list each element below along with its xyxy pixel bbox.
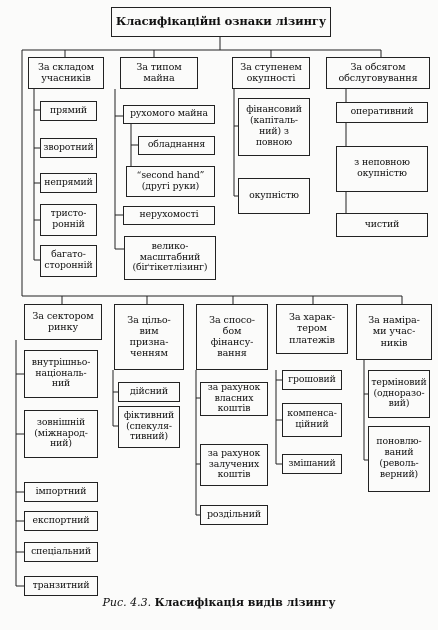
item-compensatory: компенса- ційний xyxy=(282,403,342,437)
header-market-sector: За сектором ринку xyxy=(24,304,102,340)
item-payback: окупністю xyxy=(238,178,310,214)
header-payment-nature: За харак- тером платежів xyxy=(276,304,348,354)
item-second-hand: “second hand” (другі руки) xyxy=(126,166,215,197)
item-return: зворотний xyxy=(40,138,97,158)
item-real-estate: нерухомості xyxy=(123,206,215,225)
header-participant-intentions: За наміра- ми учас- ників xyxy=(356,304,432,360)
item-financial-full: фінансовий (капіталь- ний) з повною xyxy=(238,98,310,156)
item-big-ticket: велико- масштабний (біґтікетлізинг) xyxy=(124,236,216,280)
item-multipartite: багато- сторонній xyxy=(40,245,97,277)
item-cash: грошовий xyxy=(282,370,342,390)
header-property-type: За типом майна xyxy=(120,57,198,89)
item-operational: оперативний xyxy=(336,102,428,123)
item-mixed: змішаний xyxy=(282,454,342,474)
diagram-title: Класифікаційні ознаки лізингу xyxy=(111,7,331,37)
item-tripartite: тристо- ронній xyxy=(40,204,97,236)
header-purpose: За цільо- вим призна- ченням xyxy=(114,304,184,370)
item-indirect: непрямий xyxy=(40,173,97,193)
item-export: експортний xyxy=(24,511,98,531)
item-net: чистий xyxy=(336,213,428,237)
figure-caption: Рис. 4.3. Класифікація видів лізингу xyxy=(0,596,438,609)
header-payback-degree: За ступенем окупності xyxy=(232,57,310,89)
item-own-funds: за рахунок власних коштів xyxy=(200,382,268,416)
item-direct: прямий xyxy=(40,101,97,121)
header-financing-method: За спосо- бом фінансу- вання xyxy=(196,304,268,370)
item-actual: дійсний xyxy=(118,382,180,402)
item-term: терміновий (одноразо- вий) xyxy=(368,370,430,418)
item-equipment: обладнання xyxy=(138,136,215,155)
item-domestic: внутрішньо- національ- ний xyxy=(24,350,98,398)
figure-number: Рис. 4.3. xyxy=(102,596,152,609)
item-borrowed-funds: за рахунок залучених коштів xyxy=(200,444,268,486)
item-transit: транзитний xyxy=(24,576,98,596)
item-special: спеціальний xyxy=(24,542,98,562)
item-movable-property: рухомого майна xyxy=(123,105,215,124)
item-partial-payback: з неповною окупністю xyxy=(336,146,428,192)
header-participants: За складом учасників xyxy=(28,57,104,89)
item-fictitious: фіктивний (спекуля- тивний) xyxy=(118,406,180,448)
item-international: зовнішній (міжнарод- ний) xyxy=(24,410,98,458)
item-import: імпортний xyxy=(24,482,98,502)
item-separate: роздільний xyxy=(200,505,268,525)
item-revolving: поновлю- ваний (револь- верний) xyxy=(368,426,430,492)
figure-title: Класифікація видів лізингу xyxy=(154,596,336,609)
header-service-scope: За обсягом обслуговування xyxy=(326,57,430,89)
